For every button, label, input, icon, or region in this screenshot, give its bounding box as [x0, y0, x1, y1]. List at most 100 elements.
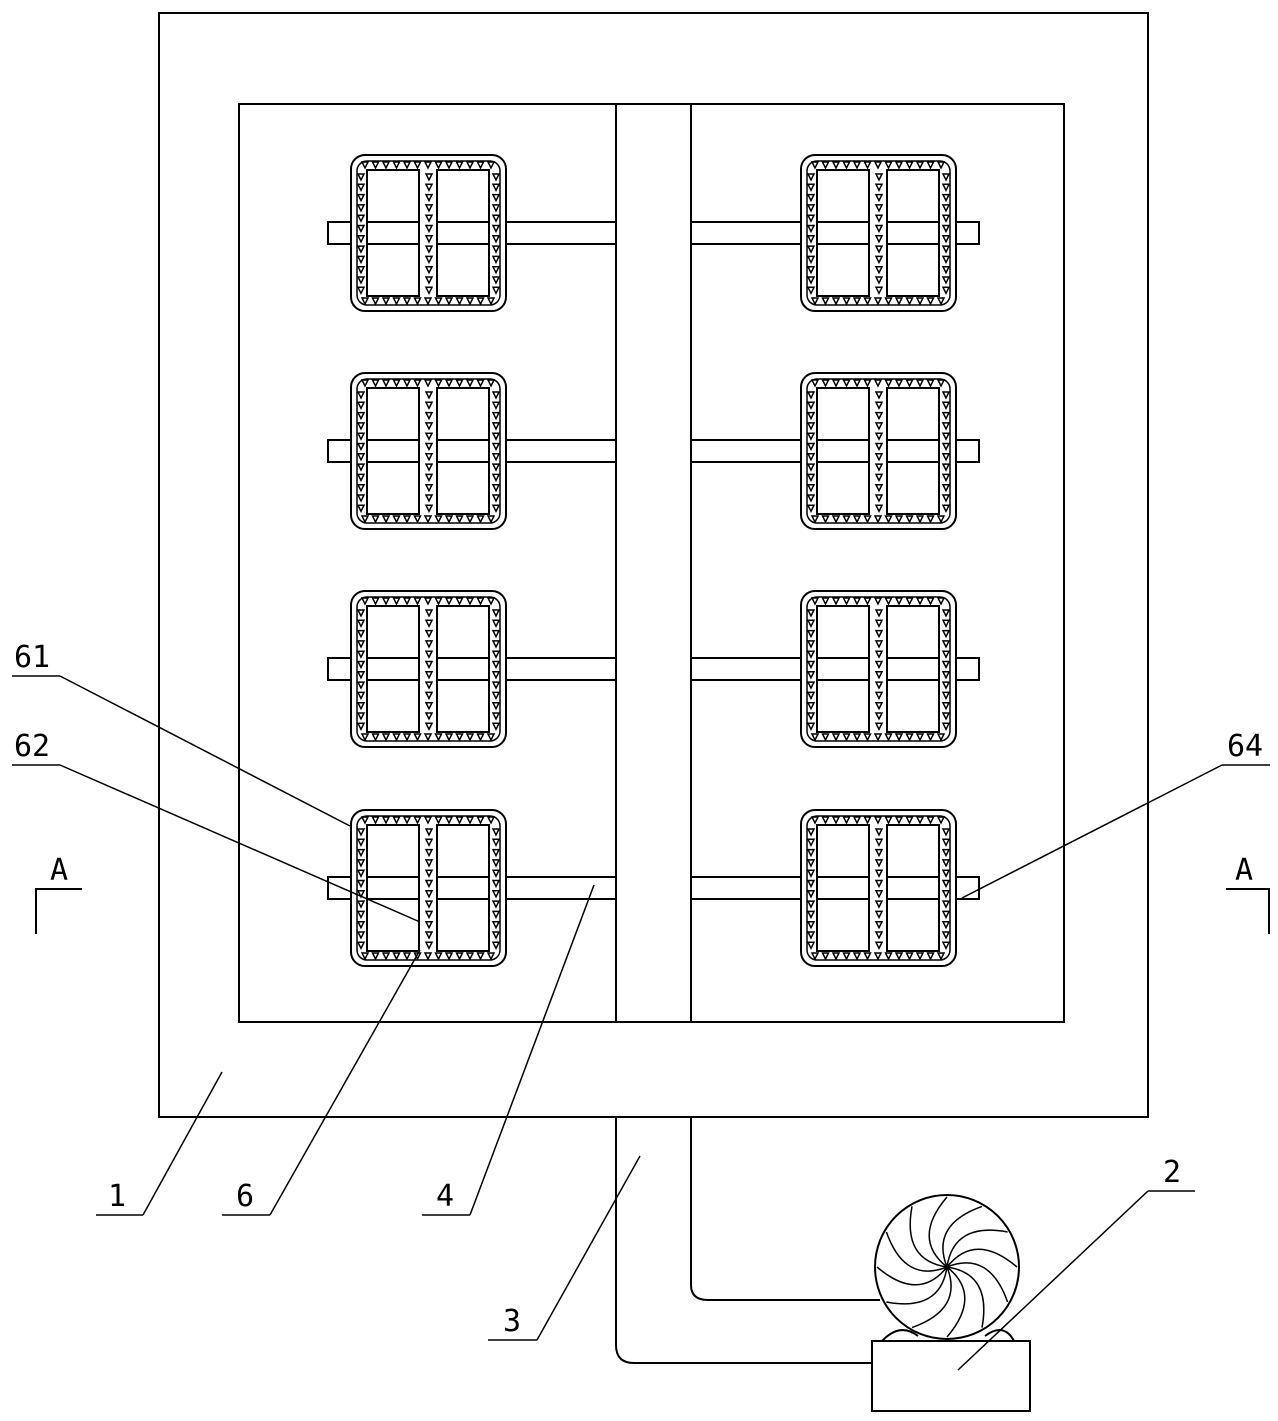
section-right-label: A	[1235, 853, 1253, 888]
nozzle-dot	[491, 640, 501, 649]
leader-62	[59, 764, 421, 923]
nozzle-dot	[356, 941, 366, 950]
nozzle-dot	[821, 297, 830, 306]
module-frame-inner	[806, 815, 951, 961]
nozzle-dot	[465, 952, 475, 961]
nozzle-dot	[424, 494, 434, 503]
nozzle-dot	[806, 859, 816, 868]
nozzle-dot	[874, 609, 884, 618]
nozzle-dot	[356, 204, 366, 213]
nozzle-dot	[356, 650, 366, 659]
nozzle-dot	[806, 828, 816, 837]
nozzle-dot	[941, 442, 951, 452]
nozzle-dot	[491, 920, 501, 930]
nozzle-dot	[424, 629, 434, 639]
nozzle-dot	[874, 401, 884, 410]
nozzle-dot	[873, 161, 883, 170]
nozzle-dot	[413, 297, 422, 306]
nozzle-dot	[356, 193, 366, 203]
nozzle-dot	[424, 701, 434, 711]
nozzle-dot	[381, 952, 391, 961]
nozzle-dot	[905, 161, 914, 170]
nozzle-dot	[434, 952, 443, 961]
nozzle-dot	[491, 245, 501, 254]
leader-lines	[12, 675, 1270, 1371]
nozzle-dot	[424, 204, 434, 213]
nozzle-dot	[915, 597, 925, 606]
nozzle-dot	[360, 379, 370, 388]
nozzle-dot	[894, 379, 904, 388]
filter-module	[327, 154, 617, 312]
nozzle-dot	[402, 597, 412, 606]
nozzle-dot	[941, 848, 951, 858]
nozzle-dot	[806, 910, 816, 920]
filter-module	[690, 809, 980, 967]
nozzle-dot	[413, 379, 422, 388]
nozzle-dot	[486, 379, 496, 388]
nozzle-dot	[424, 504, 434, 513]
nozzle-dot	[806, 401, 816, 410]
nozzle-dot	[941, 483, 951, 493]
nozzle-dot	[424, 245, 434, 254]
nozzle-dot	[486, 952, 496, 961]
nozzle-dot	[360, 597, 370, 606]
nozzle-dot	[831, 816, 841, 825]
nozzle-dot	[424, 619, 434, 628]
nozzle-dot	[356, 422, 366, 431]
nozzle-dot	[806, 214, 816, 223]
nozzle-dot	[874, 224, 884, 234]
nozzle-dot	[915, 379, 925, 388]
nozzle-dot	[444, 515, 454, 524]
nozzle-dot	[486, 515, 496, 524]
nozzle-dot	[842, 816, 851, 825]
nozzle-dot	[941, 671, 951, 680]
nozzle-dot	[491, 463, 501, 472]
module-panel	[816, 824, 870, 952]
nozzle-dot	[476, 379, 485, 388]
nozzle-dot	[936, 161, 946, 170]
nozzle-dot	[915, 297, 925, 306]
nozzle-dot	[806, 504, 816, 513]
section-left-label: A	[50, 853, 68, 888]
fan-blade	[886, 1266, 948, 1305]
module-panel	[436, 824, 490, 952]
nozzle-dot	[806, 712, 816, 721]
nozzle-dot	[423, 597, 433, 606]
nozzle-dot	[905, 515, 914, 524]
nozzle-dot	[455, 733, 464, 742]
nozzle-dot	[806, 640, 816, 649]
nozzle-dot	[821, 379, 830, 388]
nozzle-dot	[842, 515, 851, 524]
nozzle-dot	[852, 597, 862, 606]
label-4: 4	[436, 1179, 454, 1214]
nozzle-dot	[842, 379, 851, 388]
nozzle-dot	[884, 515, 893, 524]
nozzle-dot	[806, 609, 816, 618]
nozzle-dot	[356, 848, 366, 858]
nozzle-dot	[392, 297, 401, 306]
nozzle-dot	[491, 650, 501, 659]
nozzle-dot	[455, 816, 464, 825]
nozzle-dot	[476, 515, 485, 524]
nozzle-dot	[806, 453, 816, 462]
nozzle-dot	[465, 297, 475, 306]
nozzle-dot	[806, 838, 816, 847]
section-left-arrow	[35, 888, 82, 934]
nozzle-dot	[424, 453, 434, 462]
nozzle-dot	[424, 931, 434, 940]
nozzle-dot	[491, 235, 501, 244]
label-62: 62	[14, 729, 50, 764]
nozzle-dot	[360, 733, 370, 742]
nozzle-dot	[356, 920, 366, 930]
nozzle-dot	[821, 515, 830, 524]
nozzle-dot	[874, 879, 884, 889]
nozzle-dot	[476, 161, 485, 170]
nozzle-dot	[356, 183, 366, 192]
label-64: 64	[1227, 729, 1263, 764]
nozzle-dot	[455, 597, 464, 606]
nozzle-dot	[356, 838, 366, 847]
nozzle-dot	[806, 483, 816, 493]
nozzle-dot	[356, 671, 366, 680]
nozzle-dot	[915, 161, 925, 170]
nozzle-dot	[455, 515, 464, 524]
